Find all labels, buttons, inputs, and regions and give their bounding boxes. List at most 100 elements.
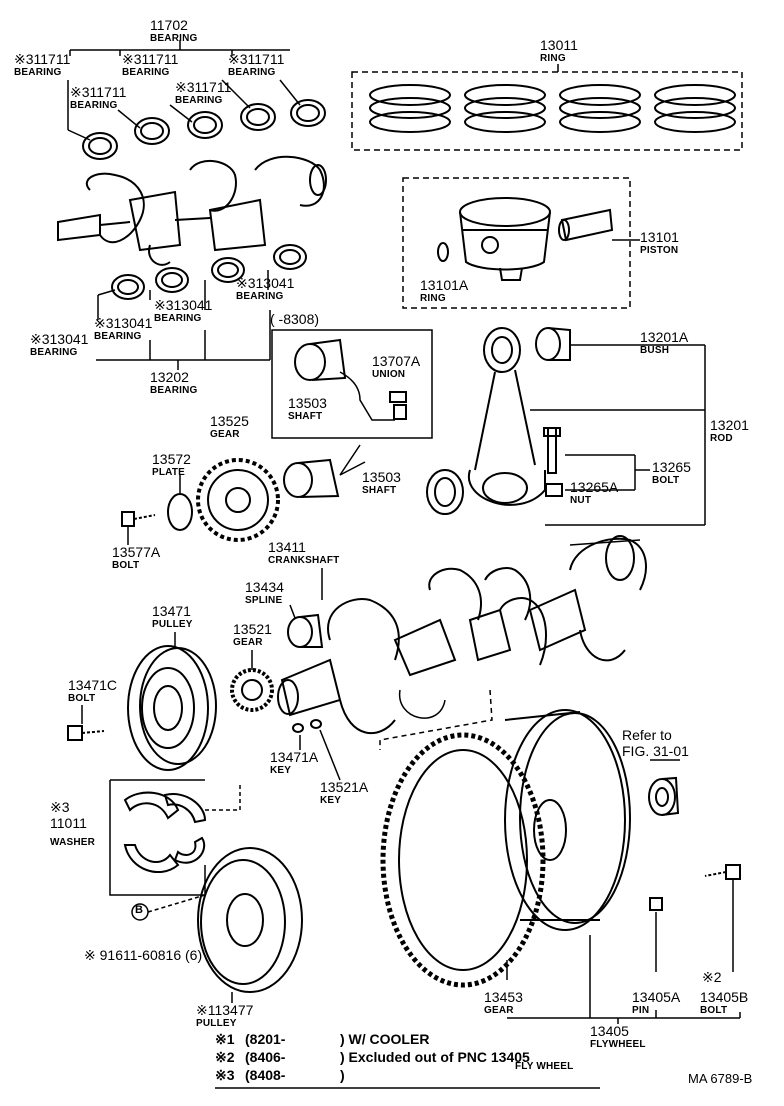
- part-label-13405b2: ※2: [702, 970, 722, 984]
- key-icon: [292, 719, 341, 781]
- bearing-shell-icon: [211, 257, 245, 283]
- rear-pulley-icon: [197, 847, 303, 1003]
- part-number: 13411: [268, 539, 306, 555]
- part-name: RING: [420, 293, 446, 304]
- part-number: 13453: [484, 989, 523, 1005]
- rod-bearing-icon: [426, 469, 464, 515]
- part-number: ※2: [702, 969, 722, 985]
- part-name: FIG. 31-01: [622, 743, 689, 759]
- part-number: 13525: [210, 413, 249, 429]
- part-number: ( -8308): [270, 311, 320, 327]
- part-number: 13101A: [420, 277, 469, 293]
- part-name: BEARING: [30, 347, 78, 358]
- leader-lines-11702: [67, 40, 301, 141]
- leader-lines-13405: [506, 935, 741, 1024]
- legend-note: ) W/ COOLER: [340, 1031, 430, 1047]
- balance-shaft-inset: [271, 329, 433, 439]
- part-name: PULLEY: [196, 1018, 237, 1029]
- part-name: BEARING: [175, 95, 223, 106]
- legend-range: (8201-: [245, 1031, 286, 1047]
- part-number: 13202: [150, 369, 189, 385]
- part-name: GEAR: [210, 429, 240, 440]
- part-name: SHAFT: [288, 411, 323, 422]
- part-name: PULLEY: [152, 619, 193, 630]
- bearing-shell-icon: [155, 267, 189, 293]
- bearing-shell-icon: [134, 117, 170, 145]
- piston-pin-icon: [558, 208, 614, 242]
- part-name: ROD: [710, 433, 733, 444]
- legend-row-2: ※2(8406-) Excluded out of PNC 13405: [215, 1048, 530, 1066]
- part-number: ※113477: [196, 1002, 254, 1018]
- part-name: UNION: [372, 369, 406, 380]
- flywheel-icon: [504, 709, 631, 931]
- shaft-icon: [294, 338, 347, 381]
- spline-icon: [287, 604, 324, 648]
- part-number: 13405B: [700, 989, 749, 1005]
- part-number: ※ 91611-60816 (6): [84, 947, 203, 963]
- piston-rings-group: [351, 64, 743, 151]
- leader-lines-13202: [96, 270, 271, 370]
- rod-nut-icon: [545, 483, 563, 497]
- part-number: ※311711: [122, 51, 179, 67]
- connecting-rod-icon: [467, 327, 546, 506]
- figure-code: MA 6789-B: [688, 1071, 753, 1086]
- part-name: BOLT: [112, 560, 140, 571]
- piston-group: [402, 177, 640, 309]
- part-number: ※313041: [236, 275, 295, 291]
- part-name: PIN: [632, 1005, 650, 1016]
- part-number: 13471A: [270, 749, 319, 765]
- part-number: 13011: [540, 37, 578, 53]
- legend-note: ): [340, 1067, 345, 1083]
- part-number: 13101: [640, 229, 679, 245]
- part-name: BEARING: [154, 313, 202, 324]
- part-number: Refer to: [622, 727, 672, 743]
- ring-gear-icon: [380, 732, 546, 988]
- dowel-pin-icon: [649, 897, 663, 972]
- bearing-shell-icon: [82, 132, 118, 160]
- circle-b-label: B: [135, 904, 143, 916]
- part-number: 13265: [652, 459, 691, 475]
- rod-bolt-icon: [543, 427, 561, 474]
- legend-note: ) Excluded out of PNC 13405: [340, 1049, 530, 1065]
- part-label-91611: ※ 91611-60816 (6): [84, 948, 202, 962]
- pulley-icon: [127, 632, 217, 771]
- thrust-washer-icon: [123, 791, 207, 874]
- part-name: BEARING: [94, 331, 142, 342]
- flywheel-bolt-icon: [704, 864, 741, 972]
- upper-crankshaft-drawing: [57, 155, 327, 266]
- part-name: BEARING: [236, 291, 284, 302]
- part-name: BEARING: [70, 100, 118, 111]
- part-number: 13577A: [112, 544, 161, 560]
- part-name: KEY: [320, 795, 342, 806]
- legend-range: (8406-: [245, 1049, 286, 1065]
- piston-icon: [459, 197, 551, 281]
- crank-gear-icon: [230, 650, 274, 712]
- part-number: 13572: [152, 451, 191, 467]
- bearing-shell-icon: [273, 244, 307, 270]
- part-name: BOLT: [700, 1005, 728, 1016]
- part-number: 11702: [150, 17, 188, 33]
- plate-icon: [167, 475, 193, 531]
- part-number: 13521: [233, 621, 272, 637]
- part-name: BOLT: [68, 693, 96, 704]
- part-number: ※311711: [70, 84, 127, 100]
- part-number: ※311711: [228, 51, 285, 67]
- part-name: RING: [540, 53, 566, 64]
- legend-row-3: ※3(8408-): [215, 1066, 530, 1084]
